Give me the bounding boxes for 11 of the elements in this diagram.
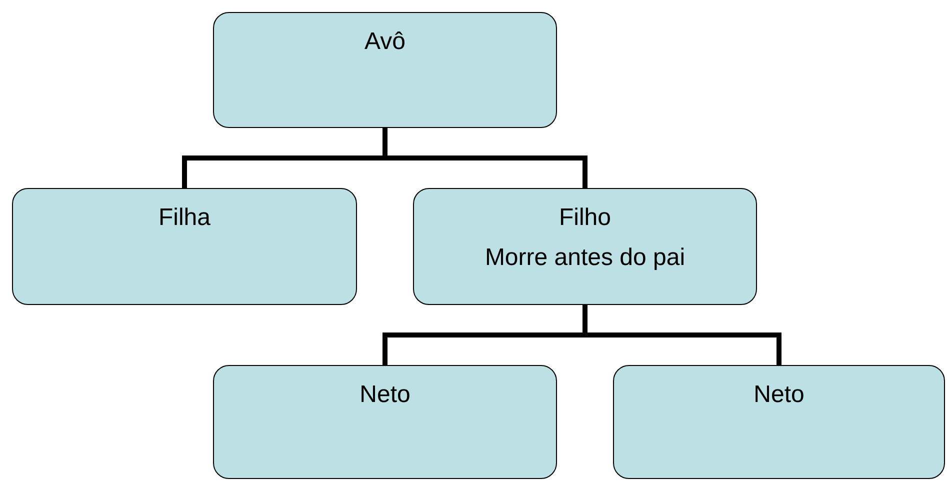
org-box [613, 365, 945, 479]
org-box [213, 365, 557, 479]
node-text: Morre antes do pai [484, 243, 686, 273]
node-text: Filho [558, 203, 612, 233]
node-text: Avô [364, 27, 406, 57]
node-text: Neto [360, 380, 410, 410]
org-box [12, 188, 357, 305]
org-box [413, 188, 757, 305]
node-text: Filha [158, 203, 211, 233]
org-box [213, 12, 557, 128]
node-text: Neto [754, 380, 804, 410]
